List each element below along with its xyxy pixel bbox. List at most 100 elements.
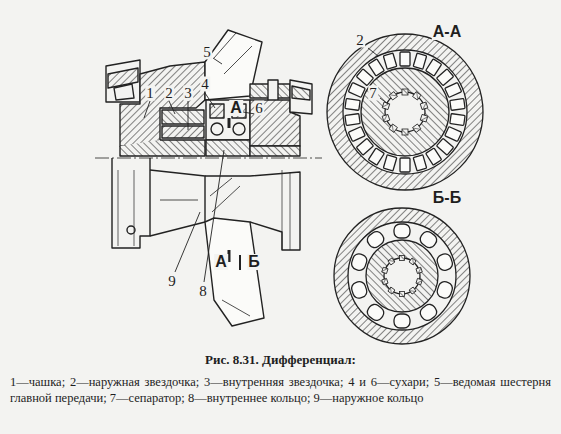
right-hub [250,146,300,156]
roller [418,229,439,250]
bearing-roller [114,84,134,100]
bearing-race [108,68,138,88]
center-line [95,158,322,159]
leader-line [144,101,150,118]
roller [233,123,245,135]
spline-hole [384,258,420,294]
section-mark [239,255,241,270]
roller [345,114,360,126]
section-label: А [229,100,243,116]
roller [445,127,462,142]
roller [394,314,410,328]
inner-ring-section [366,240,438,312]
splines [382,256,423,297]
roller [400,158,410,172]
gear-tooth-line [214,33,236,58]
roller [368,148,384,165]
roller [365,229,386,250]
callout-number: 5 [202,45,212,60]
driven-gear-lower [205,218,264,326]
spline-tooth [388,258,395,265]
roller-cage [206,100,250,140]
ring-section [334,208,470,344]
right-bearing [290,80,312,114]
callout-number: 3 [183,86,193,101]
gear-tooth-line [224,46,252,74]
spline-hole [385,92,425,132]
spline-tooth [420,114,428,122]
hole [127,226,135,234]
roller [436,69,453,86]
roller-track [348,222,456,330]
roller [394,224,410,238]
spline-tooth [389,124,397,132]
bearing-race [292,86,310,100]
leader-line [213,58,222,64]
roller [413,155,427,171]
spline-tooth [409,258,416,265]
section-bb [334,208,470,344]
cup [120,62,205,146]
roller [356,69,373,86]
roller [350,280,368,300]
callout-number: 7 [368,86,378,101]
spline-tooth [382,114,390,122]
bearing-outline [118,170,134,246]
leader-line [175,212,200,272]
callout-number: 4 [200,77,210,92]
inner-ring [206,140,250,156]
roller [345,99,360,111]
callout-number: 1 [145,86,155,101]
leader-line [243,112,255,114]
section-label: Б [247,254,261,270]
spline-tooth [389,92,397,100]
bearing-outline [282,170,290,250]
spline-tooth [382,102,390,110]
roller [348,83,365,98]
roller [400,52,410,66]
spline-tooth [400,256,405,261]
roller [450,99,465,111]
section-label: Б-Б [432,190,462,206]
callout-number: 2 [355,33,365,48]
roller [436,252,454,272]
roller [436,280,454,300]
leader-line [368,48,378,56]
outer-star [162,110,204,124]
roller [348,127,365,142]
spline-tooth [416,278,422,284]
roller [436,138,453,155]
spline-tooth [416,267,422,273]
callout-number: 8 [198,284,208,299]
spline-tooth [400,292,405,297]
leader-lines [144,58,255,282]
main-view [95,30,322,326]
roller [383,53,397,69]
cup-hub [120,140,205,156]
callout-number: 2 [164,86,174,101]
roller [350,252,368,272]
sukhar [210,104,224,118]
spline-tooth [420,102,428,110]
callout-number: 9 [167,274,177,289]
spline-tooth [388,287,395,294]
roller [426,148,442,165]
cup-outline [150,170,205,236]
leader-line [380,98,388,104]
roller [365,302,386,323]
section-aa [327,34,483,190]
rollers [345,52,465,172]
leader-line [188,101,189,130]
roller [413,53,427,69]
roller [383,155,397,171]
callout-number: 6 [254,101,264,116]
roller [450,114,465,126]
spline-tooth [402,89,408,95]
section-label: А-А [432,24,462,40]
inner-star-section [361,68,449,156]
leader-line [205,93,215,108]
spline-tooth [402,129,408,135]
roller [418,302,439,323]
roller [426,59,442,76]
